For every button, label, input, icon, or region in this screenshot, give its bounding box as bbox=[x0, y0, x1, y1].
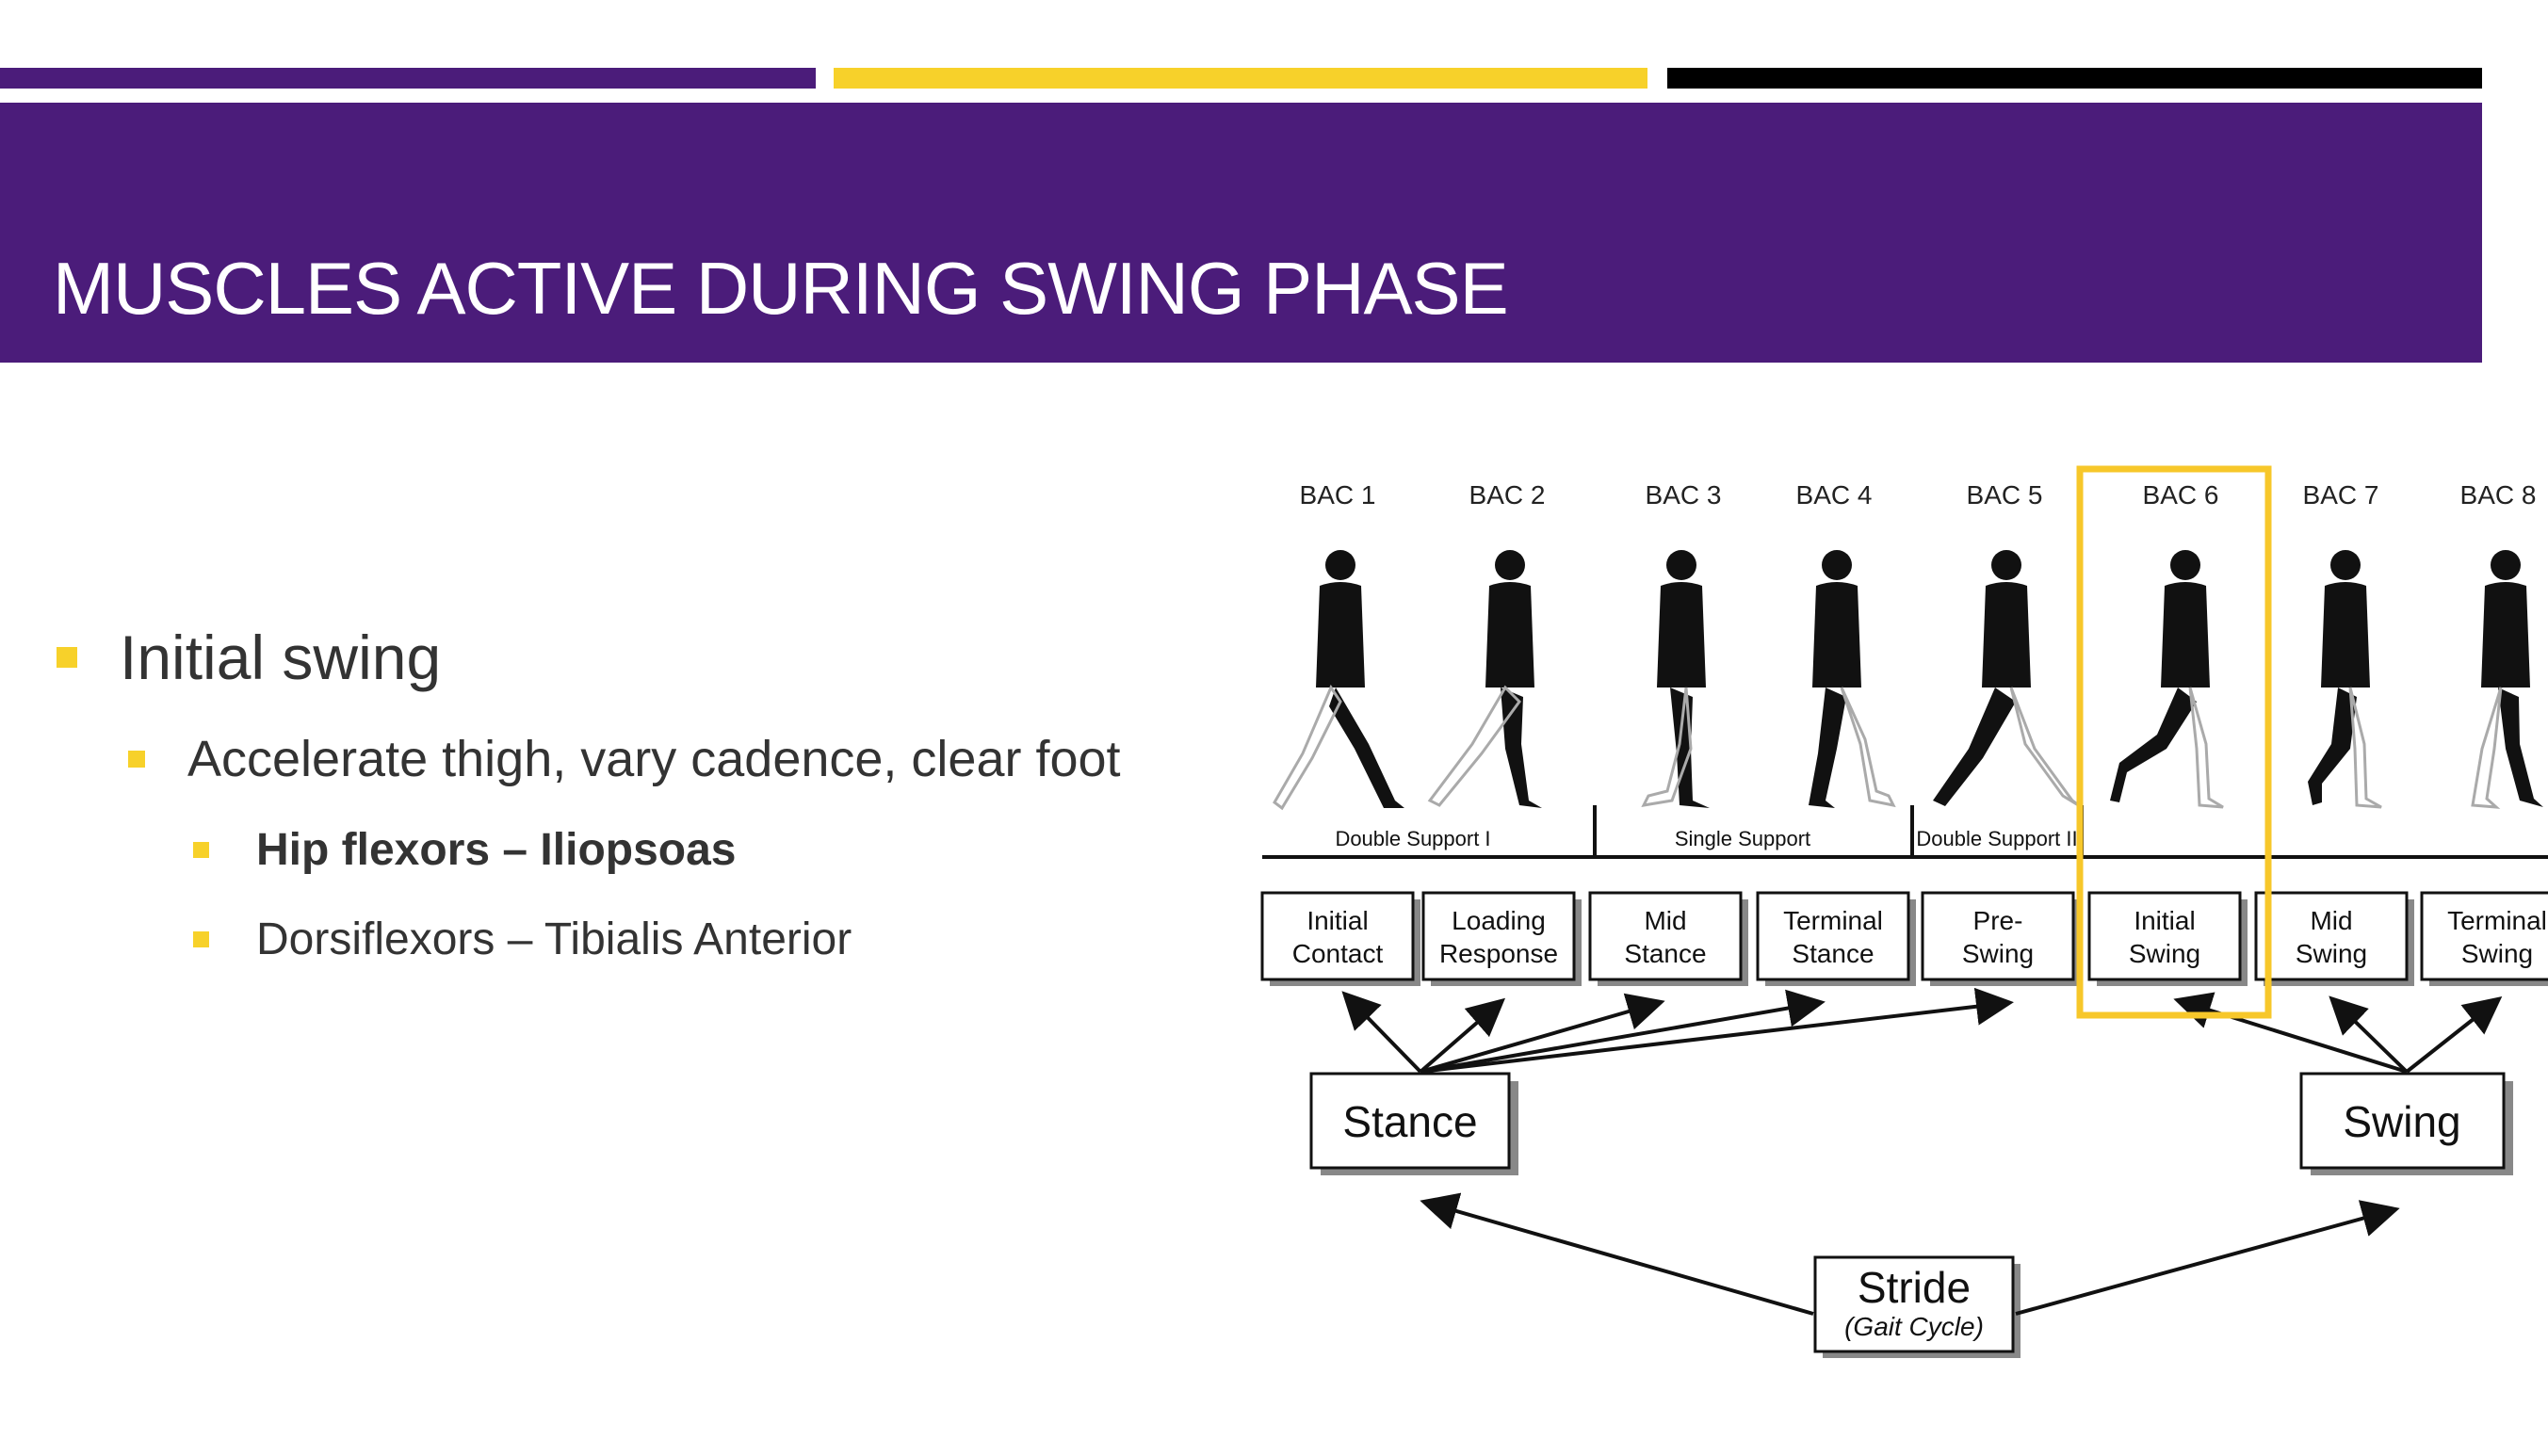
phase-line2: Stance bbox=[1792, 939, 1874, 968]
phase-line1: Terminal bbox=[1783, 906, 1883, 935]
phase-line2: Stance bbox=[1624, 939, 1706, 968]
phase-box-mid-stance: Mid Stance bbox=[1588, 891, 1748, 986]
bullet-square-icon bbox=[193, 931, 209, 947]
support-label-single: Single Support bbox=[1675, 827, 1810, 850]
arrow-stance-initial-contact bbox=[1341, 991, 1422, 1074]
gait-cycle-label: (Gait Cycle) bbox=[1844, 1312, 1984, 1341]
phase-line1: Initial bbox=[2134, 906, 2195, 935]
bullet-text: Dorsiflexors – Tibialis Anterior bbox=[256, 914, 852, 964]
phase-box-terminal-swing: Terminal Swing bbox=[2420, 891, 2548, 986]
stance-label: Stance bbox=[1342, 1097, 1477, 1146]
support-label-double-1: Double Support I bbox=[1335, 827, 1490, 850]
arrow-stride-swing bbox=[2015, 1200, 2400, 1316]
arrow-stride-stance bbox=[1420, 1192, 1814, 1316]
swing-box: Swing bbox=[2299, 1072, 2513, 1175]
bac-label-7: BAC 7 bbox=[2303, 480, 2379, 510]
walking-figure-6 bbox=[2110, 550, 2224, 809]
swing-label: Swing bbox=[2343, 1097, 2460, 1146]
phase-line1: Terminal bbox=[2447, 906, 2547, 935]
initial-swing-highlight bbox=[2076, 465, 2272, 1019]
phase-line1: Mid bbox=[1644, 906, 1686, 935]
walking-figure-1 bbox=[1273, 550, 1404, 811]
bullet-text: Hip flexors – Iliopsoas bbox=[256, 825, 737, 875]
arrow-stance-terminal-stance bbox=[1420, 989, 1826, 1074]
arrow-stance-loading-response bbox=[1419, 997, 1506, 1074]
phase-line2: Swing bbox=[1962, 939, 2034, 968]
arrow-stance-mid-stance bbox=[1420, 993, 1665, 1074]
arrow-swing-terminal-swing bbox=[2405, 996, 2503, 1074]
diagram-arrows bbox=[1341, 987, 2503, 1316]
phase-box-mid-swing: Mid Swing bbox=[2254, 891, 2414, 986]
walking-figure-5 bbox=[1933, 550, 2081, 808]
phase-box-pre-swing: Pre- Swing bbox=[1921, 891, 2081, 986]
bullet-hip-flexors: Hip flexors – Iliopsoas bbox=[193, 824, 736, 876]
phase-box-terminal-stance: Terminal Stance bbox=[1756, 891, 1916, 986]
bullet-square-icon bbox=[57, 647, 77, 668]
phase-line1: Loading bbox=[1452, 906, 1546, 935]
phase-line2: Contact bbox=[1292, 939, 1384, 968]
accent-bar-gold bbox=[834, 68, 1647, 89]
support-label-double-2: Double Support II bbox=[1916, 827, 2077, 850]
phase-line1: Mid bbox=[2310, 906, 2352, 935]
bac-label-5: BAC 5 bbox=[1967, 480, 2043, 510]
phase-line2: Response bbox=[1439, 939, 1558, 968]
walking-figure-8 bbox=[2471, 550, 2543, 809]
accent-bar-black bbox=[1667, 68, 2482, 89]
phase-box-loading-response: Loading Response bbox=[1421, 891, 1582, 986]
slide-title: MUSCLES ACTIVE DURING SWING PHASE bbox=[53, 247, 1509, 330]
gait-cycle-diagram: BAC 1 BAC 2 BAC 3 BAC 4 BAC 5 BAC 6 BAC … bbox=[1260, 465, 2548, 1358]
phase-line1: Initial bbox=[1306, 906, 1368, 935]
bac-label-3: BAC 3 bbox=[1646, 480, 1722, 510]
bac-label-8: BAC 8 bbox=[2460, 480, 2537, 510]
bullet-accelerate-thigh: Accelerate thigh, vary cadence, clear fo… bbox=[128, 730, 1121, 788]
stride-box: Stride (Gait Cycle) bbox=[1813, 1255, 2021, 1358]
bullet-text: Initial swing bbox=[120, 623, 442, 692]
walking-figure-7 bbox=[2308, 550, 2382, 809]
phase-box-initial-swing: Initial Swing bbox=[2087, 891, 2248, 986]
arrow-stance-pre-swing bbox=[1420, 987, 2014, 1074]
stance-box: Stance bbox=[1309, 1072, 1518, 1175]
phase-line2: Swing bbox=[2129, 939, 2200, 968]
walking-figure-3 bbox=[1641, 550, 1710, 808]
bac-label-6: BAC 6 bbox=[2143, 480, 2219, 510]
arrow-swing-mid-swing bbox=[2329, 995, 2409, 1074]
bullet-text: Accelerate thigh, vary cadence, clear fo… bbox=[187, 731, 1121, 787]
walking-figure-4 bbox=[1809, 550, 1896, 808]
phase-box-group: Initial Contact Loading Response Mid Sta… bbox=[1260, 891, 2548, 986]
bac-label-1: BAC 1 bbox=[1300, 480, 1376, 510]
phase-box-initial-contact: Initial Contact bbox=[1260, 891, 1420, 986]
walking-figure-2 bbox=[1427, 550, 1542, 808]
accent-bar-purple bbox=[0, 68, 816, 89]
phase-line2: Swing bbox=[2461, 939, 2533, 968]
support-band: Double Support I Single Support Double S… bbox=[1262, 805, 2548, 859]
bac-label-4: BAC 4 bbox=[1796, 480, 1873, 510]
phase-line1: Pre- bbox=[1973, 906, 2023, 935]
title-band bbox=[0, 103, 2482, 363]
phase-line2: Swing bbox=[2296, 939, 2367, 968]
bullet-dorsiflexors: Dorsiflexors – Tibialis Anterior bbox=[193, 914, 852, 965]
bullet-initial-swing: Initial swing bbox=[57, 622, 441, 693]
bac-label-group: BAC 1 BAC 2 BAC 3 BAC 4 BAC 5 BAC 6 BAC … bbox=[1300, 480, 2537, 510]
bac-label-2: BAC 2 bbox=[1469, 480, 1546, 510]
bullet-square-icon bbox=[128, 751, 145, 768]
stride-label: Stride bbox=[1858, 1263, 1971, 1312]
bullet-square-icon bbox=[193, 842, 209, 858]
